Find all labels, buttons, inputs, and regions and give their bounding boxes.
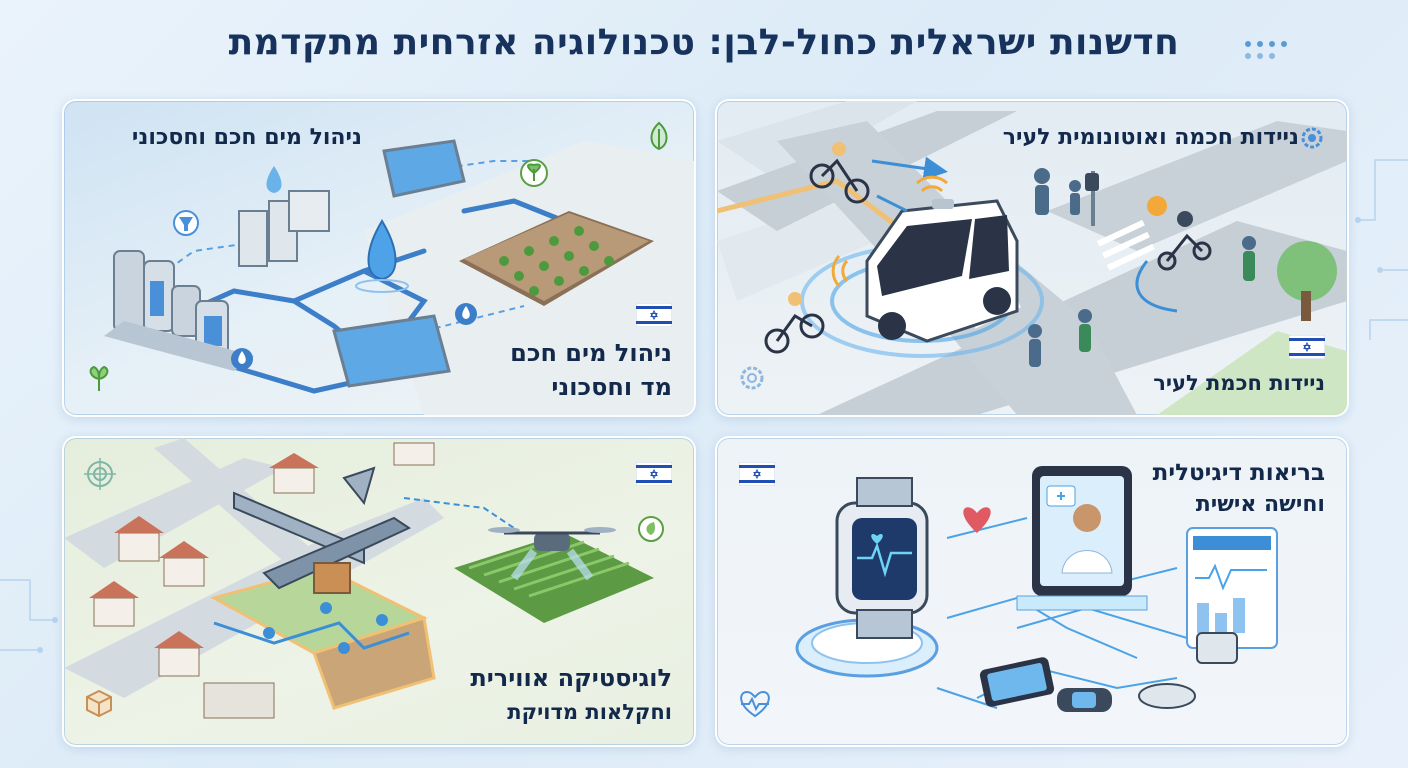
mobility-scene-illustration	[717, 101, 1347, 415]
mobility-panel-caption: ניידות חכמת לעיר	[1153, 371, 1325, 395]
storage-tanks	[104, 250, 254, 371]
panel-smart-mobility[interactable]: ניידות חכמה ואוטונומית לעיר ניידות חכמת …	[715, 99, 1349, 417]
israel-flag-icon	[636, 303, 672, 327]
smartwatch	[835, 477, 929, 639]
leaf-icon	[650, 121, 668, 151]
autonomous-shuttle	[865, 199, 1019, 343]
water-scene-illustration	[104, 139, 694, 415]
filter-units	[238, 190, 330, 267]
health-panel-header-line1: בריאות דיגיטלית	[1152, 460, 1325, 486]
israel-flag-icon	[1289, 335, 1325, 359]
health-dashboard	[1186, 527, 1278, 649]
leaf-icon	[638, 516, 664, 542]
houses	[89, 442, 435, 719]
panel-water-management[interactable]: ניהול מים חכם וחסכוני ניהול מים חכם מד ו…	[62, 99, 696, 417]
israel-flag-icon	[636, 462, 672, 486]
logistics-panel-caption-line2: וחקלאות מדויקת	[507, 700, 672, 724]
water-panel-header: ניהול מים חכם וחסכוני	[131, 125, 362, 150]
agri-spray-drone	[488, 527, 616, 581]
gear-outline-icon	[740, 366, 764, 390]
logistics-scene-illustration	[64, 438, 654, 719]
logistics-panel-caption-line1: לוגיסטיקה אווירית	[470, 664, 672, 692]
title-decoration-right	[1245, 41, 1287, 59]
israel-flag-icon	[739, 462, 775, 486]
health-panel-header-line2: וחישה אישית	[1195, 492, 1325, 517]
health-scene-illustration	[795, 466, 1278, 712]
background-circuit-right	[1355, 159, 1408, 340]
gear-icon	[1301, 127, 1323, 149]
background-circuit-left	[0, 579, 58, 653]
target-icon	[84, 458, 116, 490]
mobility-panel-header: ניידות חכמה ואוטונומית לעיר	[1002, 125, 1299, 150]
heart-pulse-icon	[740, 690, 770, 718]
panel-digital-health[interactable]: בריאות דיגיטלית וחישה אישית	[715, 436, 1349, 747]
telehealth-tablet	[1016, 466, 1148, 611]
package-icon	[86, 689, 112, 718]
water-panel-caption-line1: ניהול מים חכם	[510, 339, 672, 367]
page-title: חדשנות ישראלית כחול-לבן: טכנולוגיה אזרחי…	[228, 22, 1180, 63]
water-panel-caption-line2: מד וחסכוני	[551, 373, 672, 401]
sprout-icon	[89, 365, 109, 391]
cargo-drone-plane	[233, 466, 412, 594]
panel-air-logistics-agriculture[interactable]: לוגיסטיקה אווירית וחקלאות מדויקת	[62, 436, 696, 747]
